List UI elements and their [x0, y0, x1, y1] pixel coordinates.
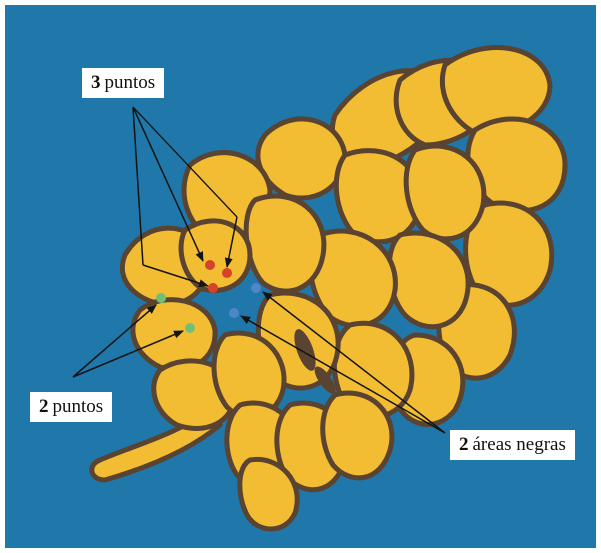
green-dot [156, 293, 166, 303]
label-two-black-areas-text: áreas negras [473, 434, 566, 455]
label-three-points-text: puntos [105, 72, 156, 93]
petal [246, 196, 324, 291]
green-dot [185, 323, 195, 333]
label-two-points-text: puntos [53, 396, 104, 417]
red-dot [222, 268, 232, 278]
red-dot [205, 260, 215, 270]
label-two-points-count: 2 [39, 396, 49, 417]
blue-dot [229, 308, 239, 318]
label-three-points-count: 3 [91, 72, 101, 93]
blue-dot [251, 283, 261, 293]
petal [406, 146, 484, 239]
red-dot [208, 283, 218, 293]
petal [323, 393, 392, 478]
label-two-black-areas-count: 2 [459, 434, 469, 455]
